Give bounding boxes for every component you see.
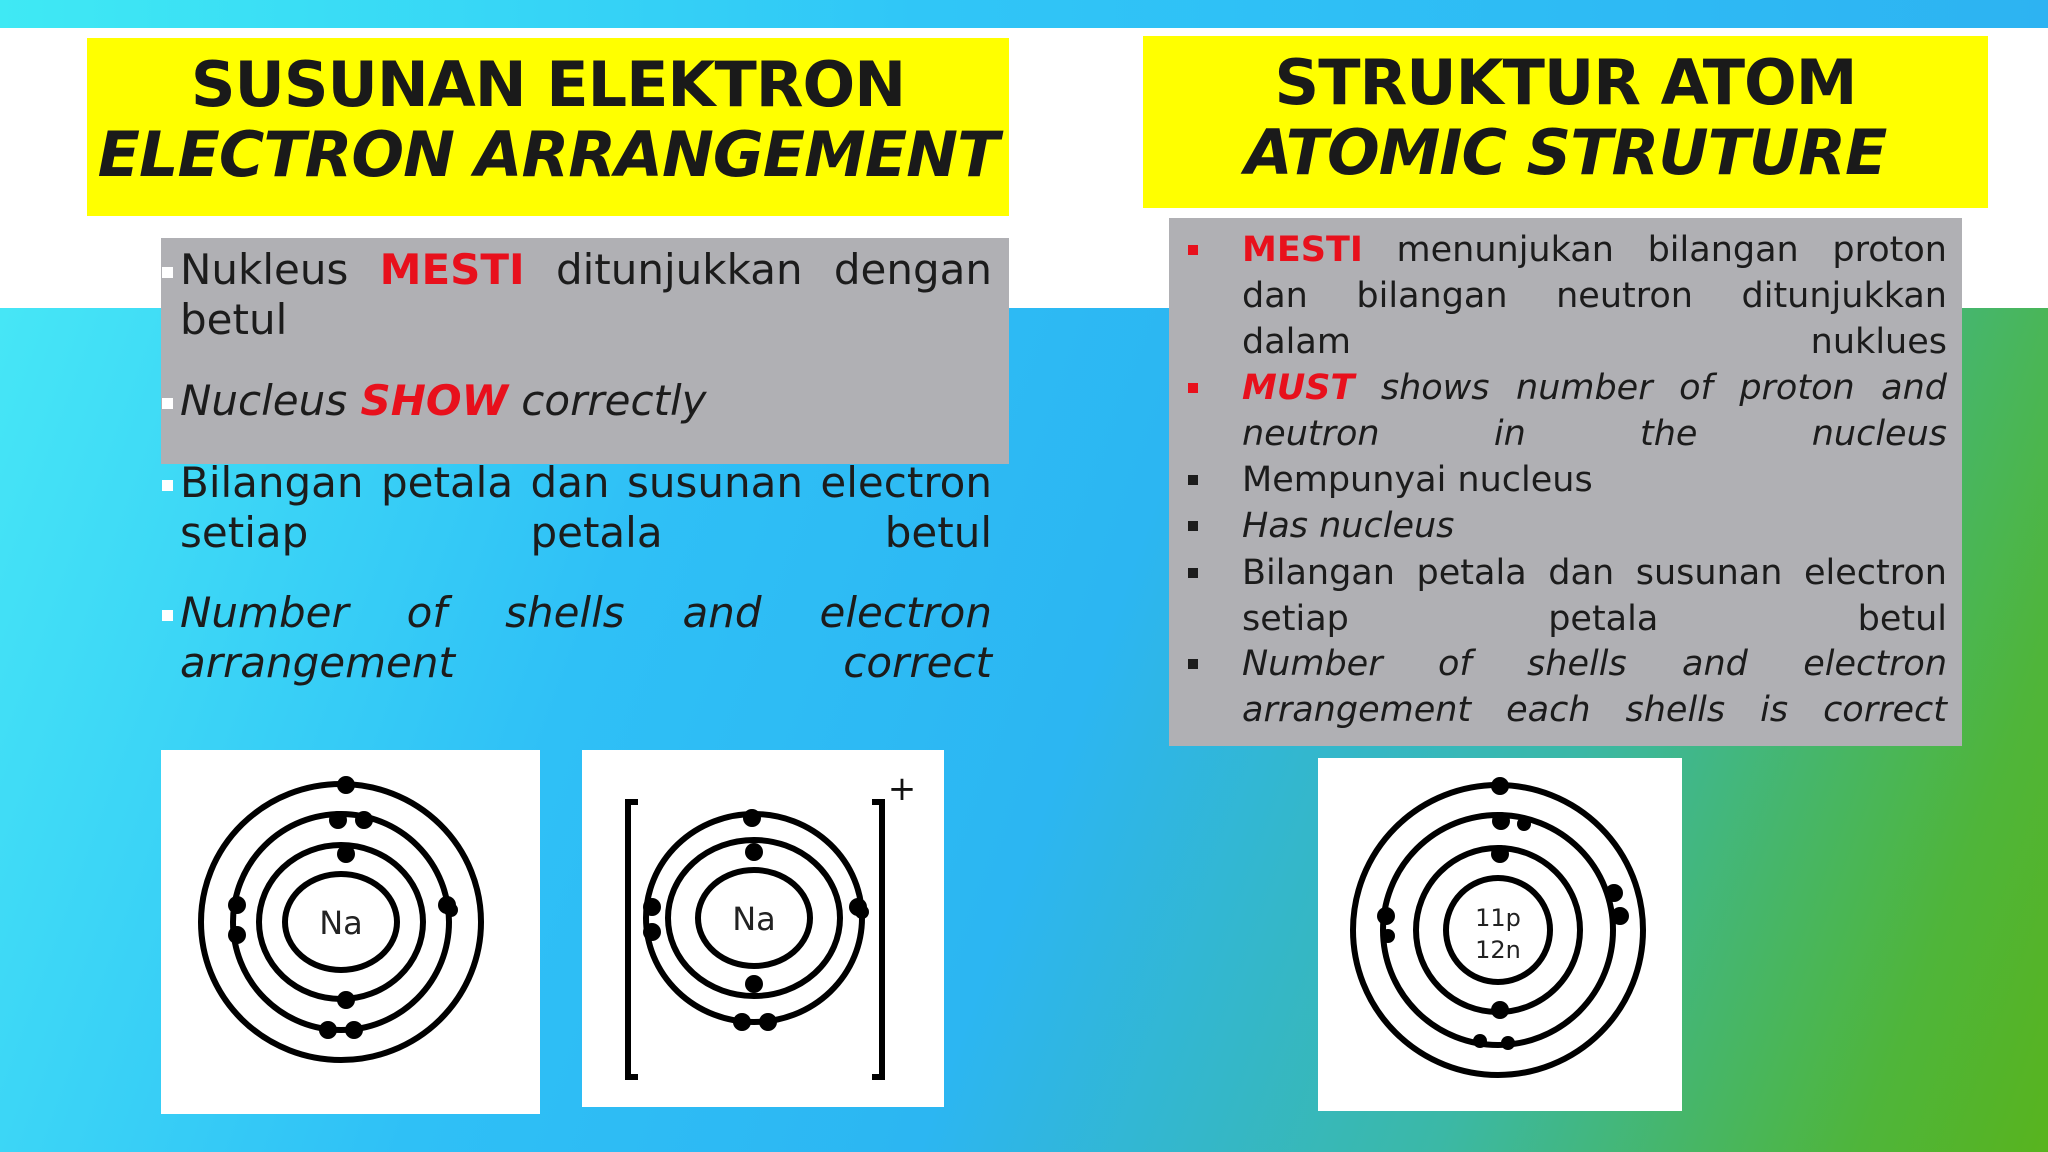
electron: [329, 811, 347, 829]
electron: [1491, 777, 1509, 795]
right-title-box: STRUKTUR ATOM ATOMIC STRUTURE: [1143, 36, 1988, 208]
electron: [1491, 845, 1509, 863]
left-highlight-panel: [161, 238, 1009, 464]
left-item2-emphasis: SHOW: [360, 376, 508, 425]
right-item5-text: Bilangan petala dan susunan electron set…: [1242, 553, 1947, 639]
bullet-square-icon: [162, 267, 173, 278]
electron: [1381, 929, 1395, 943]
bullet-square-icon: [1188, 521, 1198, 531]
right-item1-emphasis: MESTI: [1242, 230, 1363, 270]
electron: [355, 811, 373, 829]
right-highlight-panel: [1169, 218, 1962, 746]
right-bullet-5: Bilangan petala dan susunan electron set…: [1188, 550, 1947, 688]
left-item1-text-end: ditunjukkan dengan betul: [180, 245, 992, 344]
nucleus-ring: [1443, 875, 1553, 985]
bullet-square-icon: [1188, 245, 1198, 255]
right-item2-emphasis: MUST: [1242, 368, 1355, 408]
nucleus-ring: [282, 871, 400, 973]
left-bracket: [625, 799, 638, 1080]
right-bullet-4: Has nucleus: [1188, 503, 1947, 549]
na-ion-svg: Na +: [625, 769, 917, 1080]
bullet-square-icon: [1188, 659, 1198, 669]
nucleus-ring: [695, 867, 813, 969]
electron: [733, 1013, 751, 1031]
right-item2-text: shows number of proton and neutron in th…: [1242, 368, 1947, 454]
bullet-square-icon: [162, 610, 173, 621]
top-gradient-strip: [0, 0, 2048, 28]
nucleus-label: Na: [319, 904, 363, 942]
right-title-line2: ATOMIC STRUTURE: [1244, 116, 1888, 189]
right-bullet-1: MESTI menunjukan bilangan proton dan bil…: [1188, 227, 1947, 411]
electron: [743, 809, 761, 827]
electron: [1501, 1036, 1515, 1050]
left-bullet-4: Number of shells and electron arrangemen…: [162, 588, 992, 738]
bullet-square-icon: [1188, 383, 1198, 393]
right-bracket: [872, 799, 885, 1080]
electron: [643, 898, 661, 916]
left-bullet-3: Bilangan petala dan susunan electron set…: [162, 458, 992, 608]
left-bullet-2: Nucleus SHOW correctly: [162, 376, 992, 426]
electron: [319, 1021, 337, 1039]
left-title-box: SUSUNAN ELEKTRON ELECTRON ARRANGEMENT: [87, 38, 1009, 216]
electron: [855, 905, 869, 919]
bullet-square-icon: [162, 480, 173, 491]
neutron-count-label: 12n: [1475, 936, 1521, 964]
na-atom-diagram: Na: [161, 750, 540, 1114]
electron: [1377, 907, 1395, 925]
left-item2-text: Nucleus: [180, 376, 361, 425]
right-item1-text: menunjukan bilangan proton dan bilangan …: [1242, 230, 1947, 362]
proton-count-label: 11p: [1475, 904, 1521, 932]
atom-structure-diagram: 11p 12n: [1318, 758, 1682, 1111]
right-bullet-6: Number of shells and electron arrangemen…: [1188, 641, 1947, 779]
electron: [745, 843, 763, 861]
electron: [1491, 1001, 1509, 1019]
right-item4-text: Has nucleus: [1242, 506, 1455, 546]
right-item6-text: Number of shells and electron arrangemen…: [1242, 644, 1947, 730]
right-title-line1: STRUKTUR ATOM: [1274, 46, 1858, 119]
left-title-line2: ELECTRON ARRANGEMENT: [97, 118, 1000, 191]
right-item3-text: Mempunyai nucleus: [1242, 460, 1593, 500]
nucleus-label: Na: [732, 900, 776, 938]
electron: [345, 1021, 363, 1039]
electron: [1605, 884, 1623, 902]
charge-label: +: [888, 769, 917, 809]
left-item3-text: Bilangan petala dan susunan electron set…: [180, 458, 992, 557]
shell-1: [665, 837, 843, 999]
left-item4-text: Number of shells and electron arrangemen…: [180, 588, 992, 687]
bullet-square-icon: [1188, 568, 1198, 578]
left-title-line1: SUSUNAN ELEKTRON: [190, 48, 906, 121]
electron: [643, 923, 661, 941]
electron: [745, 975, 763, 993]
electron: [444, 903, 458, 917]
atom-structure-svg: 11p 12n: [1350, 777, 1646, 1078]
electron: [337, 845, 355, 863]
electron: [228, 926, 246, 944]
electron: [228, 896, 246, 914]
right-bullet-2: MUST shows number of proton and neutron …: [1188, 365, 1947, 503]
left-item1-text: Nukleus: [180, 245, 380, 294]
electron: [337, 776, 355, 794]
bullet-square-icon: [1188, 475, 1198, 485]
electron: [1611, 907, 1629, 925]
electron: [759, 1013, 777, 1031]
bullet-square-icon: [162, 398, 173, 409]
electron: [1492, 812, 1510, 830]
right-bullet-3: Mempunyai nucleus: [1188, 457, 1947, 503]
electron: [337, 991, 355, 1009]
electron: [1473, 1034, 1487, 1048]
left-item2-text-end: correctly: [507, 376, 707, 425]
electron: [1517, 817, 1531, 831]
na-ion-diagram: Na +: [582, 750, 944, 1107]
left-bullet-1: Nukleus MESTI ditunjukkan dengan betul: [162, 245, 992, 395]
left-item1-emphasis: MESTI: [379, 245, 525, 294]
na-atom-svg: Na: [198, 776, 484, 1063]
